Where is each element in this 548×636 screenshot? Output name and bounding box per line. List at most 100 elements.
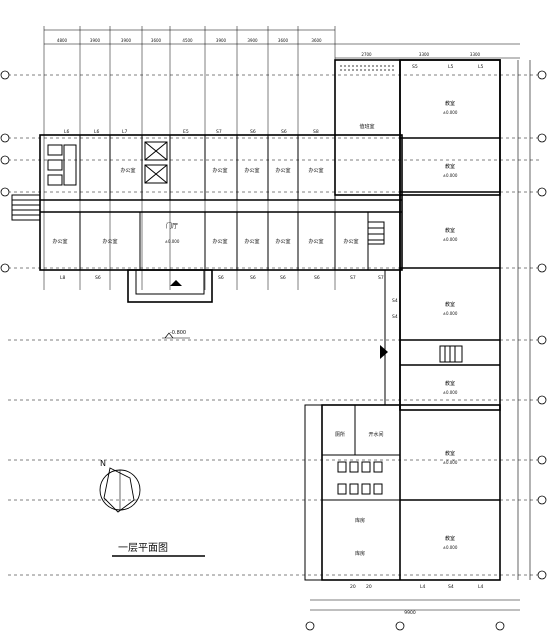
classroom-2-level: ±0.000 <box>443 173 458 178</box>
top-dimension: 4800 <box>57 38 68 43</box>
opening-label: S6 <box>95 275 101 281</box>
opening-label: L6 <box>64 129 70 135</box>
east-building-block <box>334 59 501 411</box>
opening-label: L4 <box>420 584 426 590</box>
top-dimension: 3600 <box>311 38 322 43</box>
opening-label: S6 <box>314 275 320 281</box>
room-label-12: 办公室 <box>343 238 358 245</box>
opening-label: S8 <box>313 129 319 135</box>
top-dimension: 3300 <box>470 52 481 57</box>
classroom-1: 教室 <box>445 100 455 107</box>
classroom-1-level: ±0.000 <box>443 110 458 115</box>
opening-label: S6 <box>281 129 287 135</box>
room-label-4: 办公室 <box>275 167 290 174</box>
hall-label: 门厅 <box>166 222 178 230</box>
top-dimension: 4500 <box>182 38 193 43</box>
room-label-10: 办公室 <box>275 238 290 245</box>
axis-bubble <box>537 187 547 197</box>
axis-bubble <box>0 133 10 143</box>
axis-bubble <box>0 155 10 165</box>
opening-label: S6 <box>218 275 224 281</box>
room-label-3: 办公室 <box>244 167 259 174</box>
opening-label: 20 <box>350 584 356 590</box>
room-label-8: 办公室 <box>212 238 227 245</box>
classroom-7: 教室 <box>445 535 455 542</box>
dimension-total: 9900 <box>404 610 416 616</box>
classroom-6: 教室 <box>445 450 455 457</box>
opening-label: S5 <box>412 64 418 70</box>
opening-label: S6 <box>280 275 286 281</box>
room-label-5: 办公室 <box>308 167 323 174</box>
hall-level: ±0.000 <box>165 239 180 244</box>
top-dimension: 3900 <box>216 38 227 43</box>
axis-bubble <box>537 70 547 80</box>
outside-elevation-mark: -0.800 <box>162 330 190 339</box>
toilet-label: 厕所 <box>335 431 345 438</box>
opening-label: L5 <box>478 64 484 70</box>
axis-bubble <box>537 455 547 465</box>
classroom-3: 教室 <box>445 227 455 234</box>
opening-label: L6 <box>94 129 100 135</box>
axis-bubble <box>537 395 547 405</box>
drawing-title-block: 一层平面图 <box>112 542 205 557</box>
top-dimension: 3900 <box>121 38 132 43</box>
classroom-6-level: ±0.000 <box>443 460 458 465</box>
axis-bubbles <box>0 70 547 631</box>
axis-bubble <box>0 263 10 273</box>
top-dimension: 3900 <box>90 38 101 43</box>
classroom-3-level: ±0.000 <box>443 237 458 242</box>
axis-bubble <box>537 335 547 345</box>
elevation-label: -0.800 <box>170 330 186 336</box>
top-dimension: 3300 <box>419 52 430 57</box>
north-arrow-icon: N <box>99 459 141 513</box>
opening-label: S7 <box>216 129 222 135</box>
storage-label-2: 库房 <box>355 550 365 557</box>
opening-label: S7 <box>378 275 384 281</box>
opening-label: L8 <box>60 275 66 281</box>
opening-label: L4 <box>478 584 484 590</box>
classroom-7-level: ±0.000 <box>443 545 458 550</box>
room-label-6: 办公室 <box>52 238 67 245</box>
axis-bubble <box>305 621 315 631</box>
opening-label: S6 <box>250 129 256 135</box>
top-dimension: 3600 <box>278 38 289 43</box>
storage-label-1: 库房 <box>355 517 365 524</box>
south-building-block <box>304 404 501 581</box>
axis-bubble <box>537 570 547 580</box>
classroom-5: 教室 <box>445 380 455 387</box>
north-label: N <box>100 459 106 468</box>
room-labels: 办公室 办公室 办公室 办公室 办公室 办公室 办公室 门厅 ±0.000 办公… <box>52 100 457 557</box>
opening-label: S4 <box>448 584 454 590</box>
axis-bubble <box>395 621 405 631</box>
office-label: 值班室 <box>359 123 374 130</box>
opening-label: E5 <box>183 129 189 135</box>
classroom-4-level: ±0.000 <box>443 311 458 316</box>
north-building-block <box>11 134 403 303</box>
axis-bubble <box>0 70 10 80</box>
axis-bubble <box>0 187 10 197</box>
dimension-lines <box>44 29 531 611</box>
room-label-1: 办公室 <box>120 167 135 174</box>
classroom-5-level: ±0.000 <box>443 390 458 395</box>
room-label-11: 办公室 <box>308 238 323 245</box>
opening-label: L7 <box>122 129 128 135</box>
opening-label: S6 <box>250 275 256 281</box>
opening-label: S4 <box>392 298 398 304</box>
opening-label: 20 <box>366 584 372 590</box>
room-label-7: 办公室 <box>102 238 117 245</box>
opening-label: L5 <box>448 64 454 70</box>
top-dimension: 2700 <box>361 52 372 57</box>
classroom-4: 教室 <box>445 301 455 308</box>
axis-bubble <box>537 495 547 505</box>
axis-grid <box>8 26 540 576</box>
room-label-9: 办公室 <box>244 238 259 245</box>
room-label-2: 办公室 <box>212 167 227 174</box>
top-dimension: 3900 <box>247 38 258 43</box>
drawing-title: 一层平面图 <box>118 542 168 554</box>
opening-labels: L6 L6 L7 E5 S7 S6 S6 S8 L8 S6 S6 S6 S6 S… <box>60 64 484 616</box>
axis-bubble <box>537 263 547 273</box>
axis-bubble <box>495 621 505 631</box>
axis-bubble <box>537 133 547 143</box>
